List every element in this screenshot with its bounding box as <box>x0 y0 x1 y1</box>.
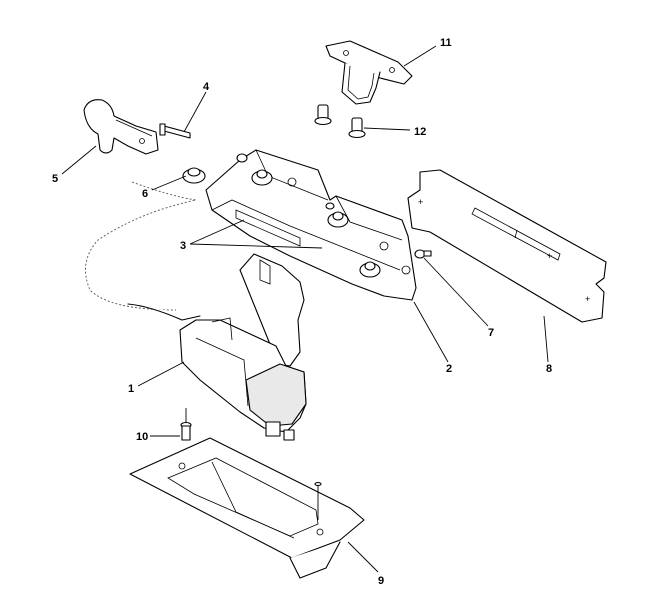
part-9-bezel <box>129 437 365 579</box>
callout-2: 2 <box>446 363 452 375</box>
part-7-screw <box>414 249 432 259</box>
leader-lines <box>61 45 549 573</box>
callout-3: 3 <box>180 240 186 252</box>
part-11-striker-bracket <box>325 40 413 105</box>
part-2-latch-housing <box>205 149 417 301</box>
part-1-latch-actuator <box>127 253 307 441</box>
callout-1: 1 <box>128 383 134 395</box>
callout-11: 11 <box>440 37 452 49</box>
callout-10: 10 <box>136 431 148 443</box>
callout-12: 12 <box>414 126 426 138</box>
release-cable <box>85 181 197 311</box>
callout-7: 7 <box>488 327 494 339</box>
callout-8: 8 <box>546 363 552 375</box>
part-10-rivet <box>180 408 192 441</box>
svg-text:+: + <box>418 197 423 207</box>
part-5-release-lever <box>83 99 159 155</box>
svg-text:+: + <box>585 294 590 304</box>
part-6-bolts <box>182 153 381 278</box>
callout-4: 4 <box>203 81 210 93</box>
part-8-cover-plate: + + + <box>407 169 607 323</box>
callout-5: 5 <box>52 173 58 185</box>
callout-9: 9 <box>378 575 384 587</box>
part-4-pin <box>159 123 191 139</box>
svg-text:+: + <box>547 251 552 261</box>
callout-6: 6 <box>142 188 148 200</box>
part-12-bolts <box>314 104 366 139</box>
